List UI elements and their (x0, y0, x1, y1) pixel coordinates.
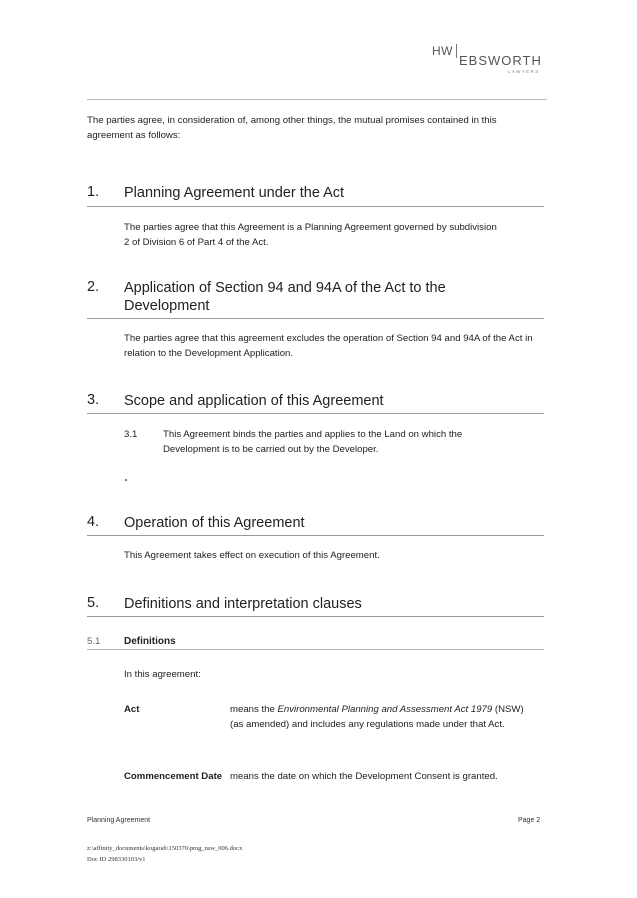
logo-divider (456, 44, 457, 58)
section-2-body: The parties agree that this agreement ex… (124, 333, 533, 359)
logo-ebsworth: EBSWORTH (459, 53, 542, 68)
section-5-rule (87, 616, 544, 617)
section-5-title: Definitions and interpretation clauses (124, 596, 362, 612)
section-2-title: Application of Section 94 and 94A of the… (124, 280, 446, 314)
header-rule (87, 99, 547, 100)
section-1-number: 1. (87, 184, 100, 200)
section-1-body: The parties agree that this Agreement is… (124, 222, 497, 248)
section-3-rule (87, 413, 544, 414)
definition-term-commencement-date: Commencement Date (124, 771, 223, 782)
act-title: Environmental Planning and Assessment Ac… (277, 704, 493, 715)
section-4-number: 4. (87, 514, 100, 530)
footer-file-path: z:\affinity_documents\kogarah\150376\pmg… (87, 845, 243, 852)
section-2-number: 2. (87, 279, 100, 295)
logo-hw: HW (432, 44, 453, 58)
section-4-rule (87, 535, 544, 536)
section-1-rule (87, 206, 544, 207)
footer-page-number: Page 2 (518, 817, 541, 824)
clause-3-1-number: 3.1 (124, 429, 138, 440)
definitions-lead: In this agreement: (124, 669, 201, 680)
definition-text-act: means the Environmental Planning and Ass… (230, 704, 524, 730)
footer-document-title: Planning Agreement (87, 817, 151, 824)
footer-doc-id: Doc ID 298330103/v1 (87, 856, 146, 863)
section-4-body: This Agreement takes effect on execution… (124, 550, 380, 561)
definition-term-act: Act (124, 704, 140, 715)
section-4-title: Operation of this Agreement (124, 515, 305, 531)
stray-mark (125, 479, 127, 481)
subsection-5-1-number: 5.1 (87, 636, 101, 647)
section-1-title: Planning Agreement under the Act (124, 185, 345, 201)
section-2-rule (87, 318, 544, 319)
intro-paragraph: The parties agree, in consideration of, … (87, 115, 497, 141)
logo-subtitle: LAWYERS (508, 69, 540, 74)
subsection-5-1-rule (87, 649, 544, 650)
section-3-title: Scope and application of this Agreement (124, 393, 384, 409)
subsection-5-1-title: Definitions (124, 636, 176, 647)
clause-3-1-text: This Agreement binds the parties and app… (163, 429, 463, 455)
definition-text-commencement-date: means the date on which the Development … (230, 771, 498, 782)
section-5-number: 5. (87, 595, 100, 611)
section-3-number: 3. (87, 392, 100, 408)
